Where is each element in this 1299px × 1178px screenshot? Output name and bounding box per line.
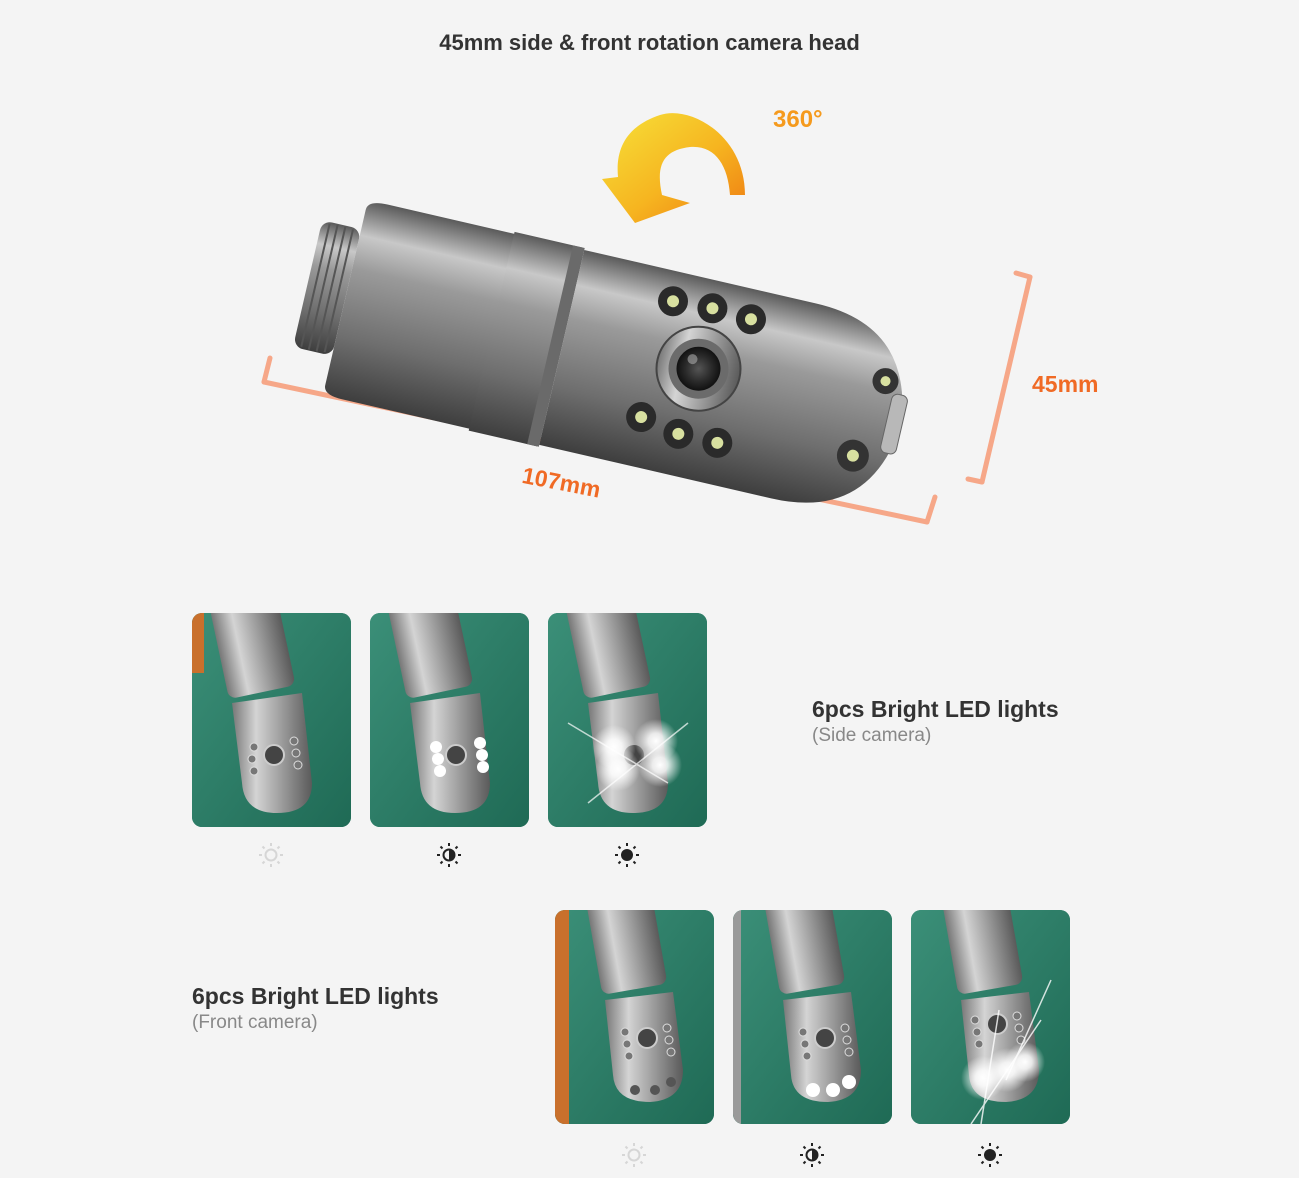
- side-camera-photo-off: [192, 613, 351, 827]
- front-photo-frame: [555, 910, 714, 1124]
- side-photo-frame: [548, 613, 707, 827]
- brightness-off-icon: [622, 1143, 646, 1167]
- side-photo-frame: [370, 613, 529, 827]
- front-feature-title: 6pcs Bright LED lights: [192, 983, 439, 1009]
- diameter-label: 45mm: [1032, 371, 1099, 397]
- diameter-dimension-line: [965, 270, 1033, 485]
- front-photo-frame: [733, 910, 892, 1124]
- rotation-arrow-icon: [602, 113, 745, 223]
- camera-head-product-image: [250, 95, 1130, 535]
- front-camera-photo-medium: [733, 910, 892, 1124]
- rotation-label: 360°: [773, 106, 823, 133]
- page-title: 45mm side & front rotation camera head: [439, 30, 860, 55]
- camera-head-illustration: [261, 113, 1033, 525]
- brightness-high-icon: [978, 1143, 1002, 1167]
- front-photo-frame: [911, 910, 1070, 1124]
- side-camera-photo-high: [548, 613, 707, 827]
- brightness-medium-icon: [800, 1143, 824, 1167]
- side-feature-title: 6pcs Bright LED lights: [812, 696, 1059, 722]
- front-camera-photo-off: [555, 910, 714, 1124]
- brightness-high-icon: [615, 843, 639, 867]
- side-camera-photo-medium: [370, 613, 529, 827]
- side-feature-subtitle: (Side camera): [812, 725, 932, 746]
- side-photo-frame: [192, 613, 351, 827]
- brightness-medium-icon: [437, 843, 461, 867]
- brightness-off-icon: [259, 843, 283, 867]
- front-camera-photo-high: [911, 910, 1070, 1124]
- front-camera-caption: 6pcs Bright LED lights (Front camera): [192, 983, 439, 1034]
- front-feature-subtitle: (Front camera): [192, 1012, 318, 1033]
- side-camera-caption: 6pcs Bright LED lights (Side camera): [812, 696, 1059, 747]
